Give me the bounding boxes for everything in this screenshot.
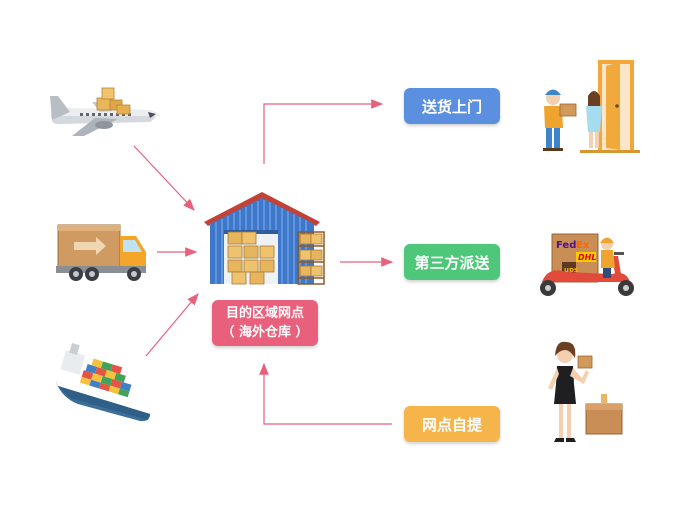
third-party-delivery-label: 第三方派送 bbox=[414, 253, 490, 272]
ups-logo: ups bbox=[564, 266, 578, 274]
arrow-hub-to-door-delivery bbox=[263, 99, 384, 164]
fedex-logo-fed: Fed bbox=[556, 240, 576, 251]
truck-icon bbox=[56, 224, 146, 281]
delivery-scooter-icon: Fed Ex DHL ups bbox=[540, 233, 634, 296]
hub-name: 目的区域网点 bbox=[225, 306, 304, 321]
third-party-delivery-button[interactable]: 第三方派送 bbox=[404, 244, 500, 280]
arrow-air-to-hub bbox=[133, 145, 195, 211]
courier-at-door-icon bbox=[543, 60, 640, 153]
customer-with-parcel-icon bbox=[548, 341, 623, 442]
self-pickup-label: 网点自提 bbox=[421, 415, 482, 434]
cargo-ship-icon bbox=[56, 343, 150, 422]
air-cargo-boxes-icon bbox=[96, 87, 131, 115]
overseas-warehouse-label[interactable]: 目的区域网点 （ 海外仓库 ） bbox=[212, 300, 318, 346]
warehouse-icon bbox=[204, 192, 325, 285]
dhl-logo: DHL bbox=[578, 253, 596, 262]
door-delivery-button[interactable]: 送货上门 bbox=[404, 88, 500, 124]
door-delivery-label: 送货上门 bbox=[421, 97, 482, 116]
arrow-ship-to-hub bbox=[145, 293, 199, 357]
self-pickup-button[interactable]: 网点自提 bbox=[404, 406, 500, 442]
arrow-self-pickup-to-hub bbox=[259, 362, 392, 425]
hub-subtitle: （ 海外仓库 ） bbox=[221, 325, 309, 340]
fedex-logo-ex: Ex bbox=[576, 240, 590, 251]
